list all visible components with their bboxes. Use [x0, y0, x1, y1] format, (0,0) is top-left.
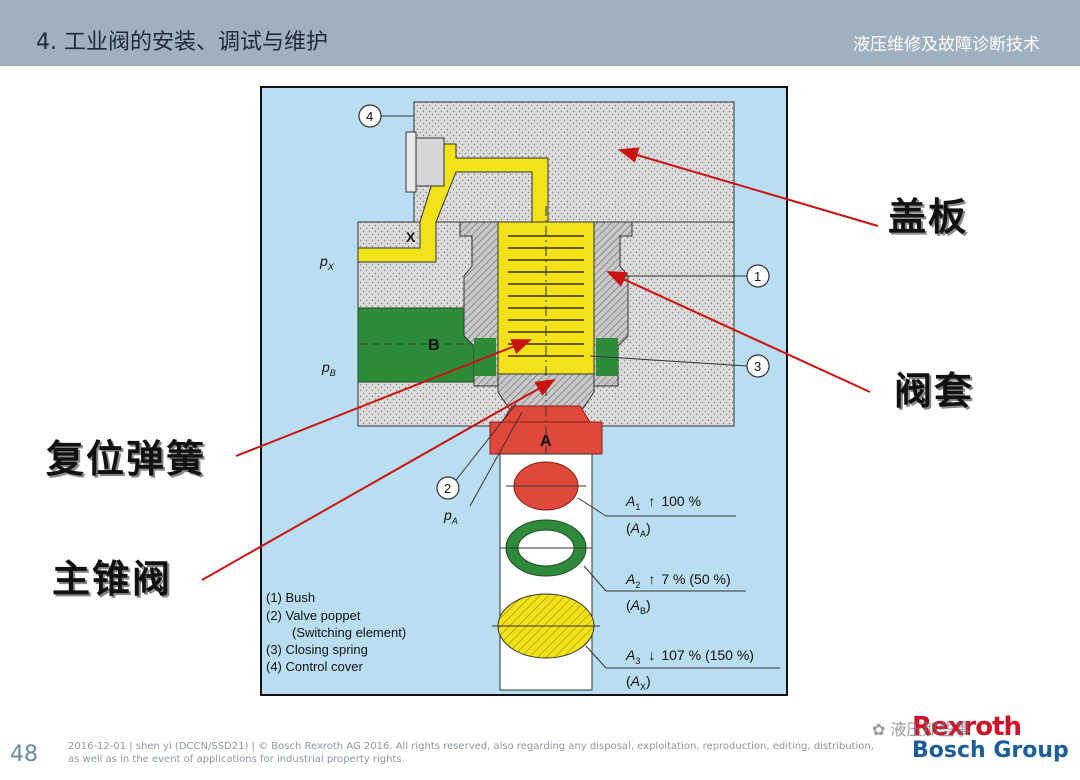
- callout-cover: 盖板: [888, 195, 969, 239]
- callout-poppet: 主锥阀: [52, 557, 173, 601]
- marker-1: 1: [620, 264, 770, 288]
- footer-line-1: 2016-12-01 | shen yi (DCCN/SSD21) | © Bo…: [68, 741, 874, 752]
- pressure-pa: pA: [443, 507, 458, 526]
- watermark-text: 液压那些事: [890, 720, 971, 739]
- footer-copyright: 2016-12-01 | shen yi (DCCN/SSD21) | © Bo…: [68, 740, 888, 766]
- footer-line-2: as well as in the event of applications …: [68, 754, 405, 765]
- legend-item: (2) Valve poppet: [266, 608, 361, 623]
- port-a-label: A: [540, 433, 552, 450]
- brand-logo: Rexroth Bosch Group: [912, 712, 1069, 763]
- area-a3-label: A3↓107 % (150 %) (AX): [585, 645, 780, 692]
- marker-2: 2: [436, 403, 517, 500]
- rexroth-logo-text: Rexroth: [912, 712, 1022, 742]
- legend: (1) Bush (2) Valve poppet (Switching ele…: [266, 590, 406, 674]
- marker-3: 3: [589, 354, 770, 378]
- area-a1-label: A1↑100 % (AA): [577, 493, 736, 539]
- port-b-label: B: [428, 337, 440, 354]
- cover-plug-cap: [415, 137, 445, 187]
- page-title: 4. 工业阀的安装、调试与维护: [36, 30, 328, 55]
- callout-sleeve: 阀套: [894, 369, 975, 413]
- svg-text:2: 2: [444, 481, 451, 496]
- svg-text:A2↑7 % (50 %): A2↑7 % (50 %): [625, 571, 731, 590]
- area-a2-label: A2↑7 % (50 %) (AB): [583, 565, 746, 616]
- page-subtitle: 液压维修及故障诊断技术: [853, 35, 1040, 55]
- svg-text:4: 4: [366, 109, 373, 124]
- svg-text:3: 3: [754, 359, 761, 374]
- svg-text:A1↑100 %: A1↑100 %: [625, 493, 701, 512]
- arrow-poppet: [201, 379, 556, 581]
- arrow-spring: [235, 339, 532, 457]
- legend-item: (4) Control cover: [266, 659, 363, 674]
- legend-item: (3) Closing spring: [266, 642, 368, 657]
- valve-diagram: X B A pX pB pA 4 1 3 2 A1↑100 % (AA) A2↑…: [260, 86, 788, 696]
- svg-text:A3↓107 % (150 %): A3↓107 % (150 %): [625, 647, 754, 666]
- port-x-label: X: [406, 229, 416, 245]
- header-bar: 4. 工业阀的安装、调试与维护 液压维修及故障诊断技术: [0, 0, 1080, 66]
- wechat-icon: ✿: [872, 720, 886, 739]
- callout-spring: 复位弹簧: [46, 437, 207, 481]
- page-number: 48: [10, 742, 38, 767]
- arrow-cover: [618, 147, 879, 227]
- watermark: ✿ 液压那些事: [872, 716, 971, 740]
- pressure-pb: pB: [321, 359, 336, 378]
- svg-text:1: 1: [754, 269, 761, 284]
- marker-4: 4: [358, 104, 414, 128]
- legend-item: (1) Bush: [266, 590, 315, 605]
- legend-item: (Switching element): [292, 625, 406, 640]
- pressure-px: pX: [319, 253, 335, 272]
- arrow-sleeve: [606, 271, 871, 393]
- bosch-group-text: Bosch Group: [912, 738, 1069, 763]
